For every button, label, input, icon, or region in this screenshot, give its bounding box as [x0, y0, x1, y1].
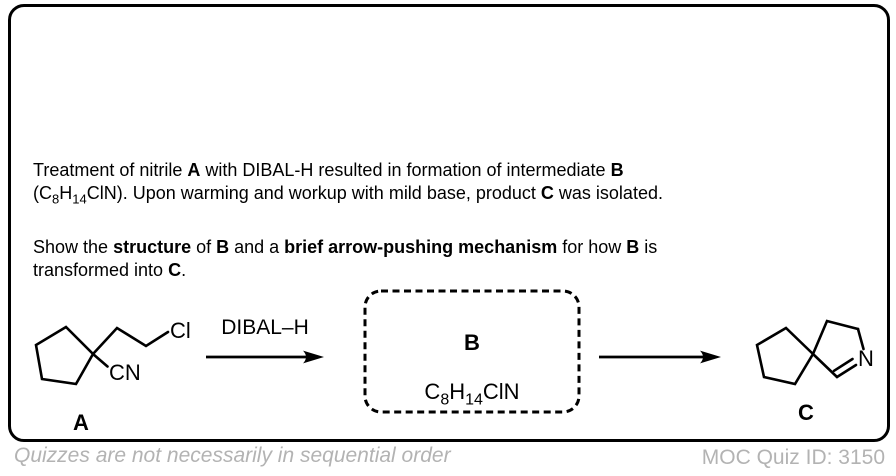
imine-double-bond-1: [835, 363, 858, 379]
arrow-head: [303, 350, 324, 364]
cyclopentane-ring: [755, 326, 815, 386]
text-segment: H: [59, 183, 73, 203]
text-segment: Treatment of nitrile: [33, 160, 188, 180]
text-segment: of: [191, 237, 217, 257]
formula-subscript: 8: [52, 191, 60, 207]
question-card: Treatment of nitrile A with DIBAL-H resu…: [8, 4, 890, 442]
atom-label-n: N: [858, 346, 874, 371]
question-paragraph-2: Show the structure of B and a brief arro…: [33, 236, 657, 282]
reaction-arrow-1: [206, 350, 324, 364]
compound-c-ref: C: [540, 183, 554, 203]
compound-c-structure: N C: [755, 319, 874, 425]
chloroethyl-chain-bonds: [91, 326, 170, 356]
spiro-lower-bond: [811, 352, 839, 379]
sequential-order-note: Quizzes are not necessarily in sequentia…: [14, 444, 451, 467]
quiz-id: MOC Quiz ID: 3150: [701, 446, 885, 469]
text-segment: for how: [557, 237, 627, 257]
compound-a-label: A: [73, 410, 89, 435]
compound-c-ref: C: [168, 260, 182, 280]
formula-part: H: [449, 379, 466, 404]
text-segment: (C: [33, 183, 52, 203]
emphasis: structure: [113, 237, 192, 257]
text-segment: Show the: [33, 237, 114, 257]
formula-part: C: [424, 379, 441, 404]
text-segment: is: [639, 237, 658, 257]
compound-b-ref: B: [626, 237, 640, 257]
compound-a-bonds: [34, 325, 170, 386]
text-segment: ClN). Upon warming and workup with mild …: [86, 183, 541, 203]
compound-b-ref: B: [216, 237, 230, 257]
text-segment: with DIBAL-H resulted in formation of in…: [200, 160, 611, 180]
reagent-label: DIBAL–H: [221, 316, 309, 339]
compound-a-ref: A: [187, 160, 201, 180]
compound-b-ref: B: [610, 160, 624, 180]
question-paragraph-1: Treatment of nitrile A with DIBAL-H resu…: [33, 159, 663, 211]
carbon-nitrogen-bond: [856, 327, 865, 351]
text-segment: .: [181, 260, 187, 280]
compound-a-structure: Cl CN A: [34, 318, 191, 435]
nitrile-bond: [91, 352, 109, 368]
cyclopentane-ring: [34, 325, 95, 386]
text-segment: and a: [229, 237, 285, 257]
atom-label-cn: CN: [109, 360, 141, 385]
compound-c-label: C: [798, 400, 814, 425]
reaction-arrow-2: [599, 350, 721, 364]
emphasis: brief arrow-pushing mechanism: [284, 237, 558, 257]
intermediate-b-box: B C8H14ClN: [363, 289, 581, 414]
text-segment: was isolated.: [553, 183, 663, 203]
formula-subscript: 8: [440, 391, 450, 409]
text-segment: transformed into: [33, 260, 169, 280]
arrow-head: [700, 350, 721, 364]
intermediate-b-formula: C8H14ClN: [363, 381, 581, 411]
imine-double-bond-2: [832, 357, 854, 373]
formula-subscript: 14: [465, 391, 483, 409]
compound-c-bonds: [755, 319, 865, 386]
intermediate-b-label: B: [464, 330, 480, 355]
imine-ring-upper-bonds: [811, 319, 860, 356]
atom-label-cl: Cl: [170, 318, 191, 343]
formula-subscript: 14: [72, 191, 87, 207]
formula-part: ClN: [482, 379, 520, 404]
